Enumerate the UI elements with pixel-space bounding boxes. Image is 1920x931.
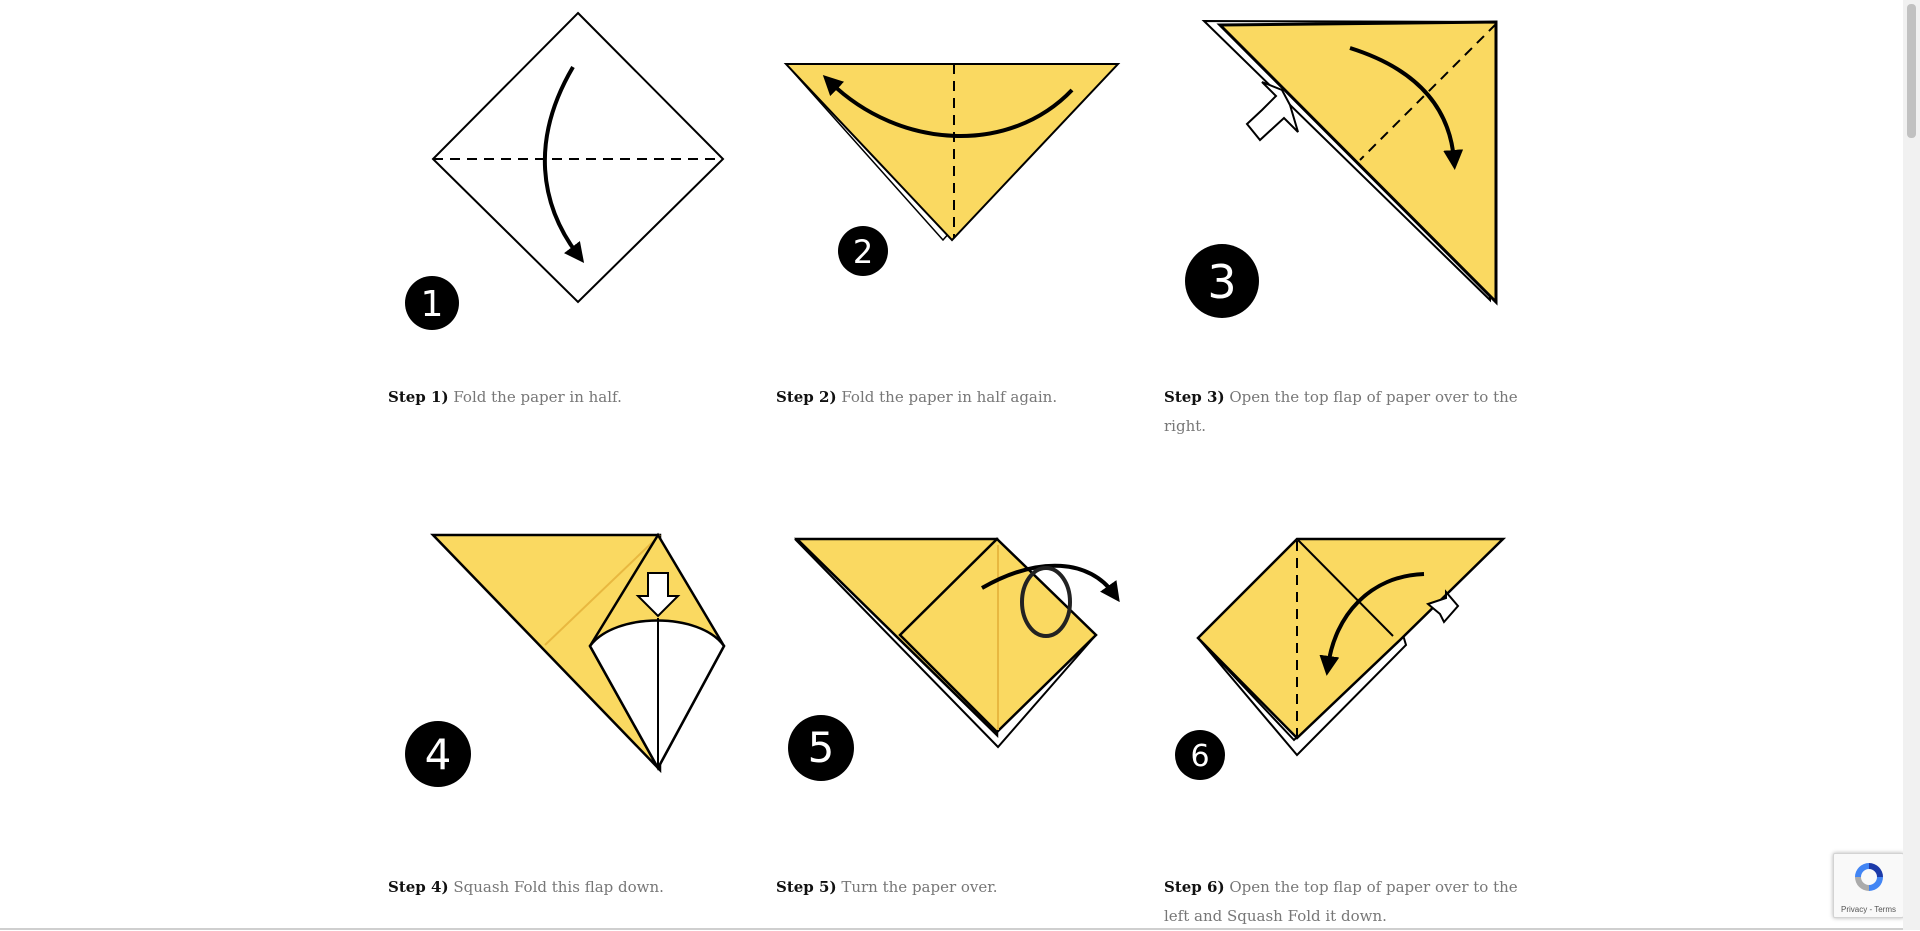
step-4-diagram: 4: [405, 532, 726, 787]
link-separator: -: [1867, 905, 1875, 914]
push-down-arrow: [635, 572, 681, 618]
privacy-link[interactable]: Privacy: [1841, 905, 1868, 914]
step-1-caption: Step 1) Fold the paper in half.: [388, 383, 748, 412]
paper-triangle: [783, 63, 1121, 242]
step-number-badge: 4: [405, 721, 471, 787]
open-flap-indicator: [1425, 589, 1460, 624]
step-label: Step 5): [776, 878, 837, 896]
recaptcha-icon: [1855, 863, 1883, 891]
step-number: 6: [1190, 739, 1209, 774]
open-flap-arrow: [1319, 572, 1425, 676]
vertical-scrollbar[interactable]: [1903, 0, 1920, 930]
step-label: Step 2): [776, 388, 837, 406]
turn-over-loop: [1020, 566, 1072, 638]
step-2-diagram: 2: [783, 63, 1121, 276]
step-number-badge: 5: [788, 715, 854, 781]
step-text: Open the top flap of paper over to the l…: [1164, 878, 1518, 925]
step-number: 1: [421, 284, 444, 325]
horizontal-scrollbar-edge: [0, 928, 1903, 930]
fold-down-arrow: [542, 65, 585, 263]
step-number-badge: 6: [1175, 730, 1225, 780]
step-text: Fold the paper in half again.: [841, 388, 1058, 406]
step-4-caption: Step 4) Squash Fold this flap down.: [388, 873, 748, 902]
step-number: 2: [853, 233, 873, 271]
step-number: 5: [808, 723, 835, 772]
step-number: 3: [1207, 255, 1236, 309]
step-label: Step 4): [388, 878, 449, 896]
step-text: Squash Fold this flap down.: [453, 878, 664, 896]
step-3-diagram: 3: [1185, 19, 1498, 318]
step-3-caption: Step 3) Open the top flap of paper over …: [1164, 383, 1544, 441]
terms-link[interactable]: Terms: [1874, 905, 1896, 914]
step-text: Open the top flap of paper over to the r…: [1164, 388, 1518, 435]
step-label: Step 3): [1164, 388, 1225, 406]
step-6-caption: Step 6) Open the top flap of paper over …: [1164, 873, 1534, 931]
step-1-diagram: 1: [405, 11, 725, 330]
crease-line: [1296, 538, 1394, 637]
step-number-badge: 3: [1185, 244, 1259, 318]
back-layer: [1197, 633, 1408, 757]
step-text: Turn the paper over.: [841, 878, 998, 896]
step-5-caption: Step 5) Turn the paper over.: [776, 873, 1136, 902]
paper-square: [431, 11, 725, 304]
step-number: 4: [425, 730, 452, 779]
scrollbar-thumb[interactable]: [1907, 4, 1916, 138]
fold-line-dashed: [1359, 23, 1497, 161]
paper-diamond: [1196, 537, 1507, 740]
recaptcha-links: Privacy - Terms: [1834, 905, 1903, 914]
step-number-badge: 1: [405, 276, 459, 330]
step-5-diagram: 5: [788, 537, 1120, 781]
fold-arc-arrow: [822, 75, 1074, 138]
open-flap-arrow: [1349, 46, 1464, 170]
step-2-caption: Step 2) Fold the paper in half again.: [776, 383, 1136, 412]
crease-line: [544, 534, 661, 646]
step-6-diagram: 6: [1175, 537, 1507, 780]
turn-over-arrow: [981, 563, 1120, 603]
open-flap-indicator: [1245, 81, 1299, 142]
step-text: Fold the paper in half.: [453, 388, 622, 406]
step-number-badge: 2: [838, 226, 888, 276]
step-label: Step 1): [388, 388, 449, 406]
step-label: Step 6): [1164, 878, 1225, 896]
recaptcha-badge[interactable]: Privacy - Terms: [1833, 853, 1904, 918]
